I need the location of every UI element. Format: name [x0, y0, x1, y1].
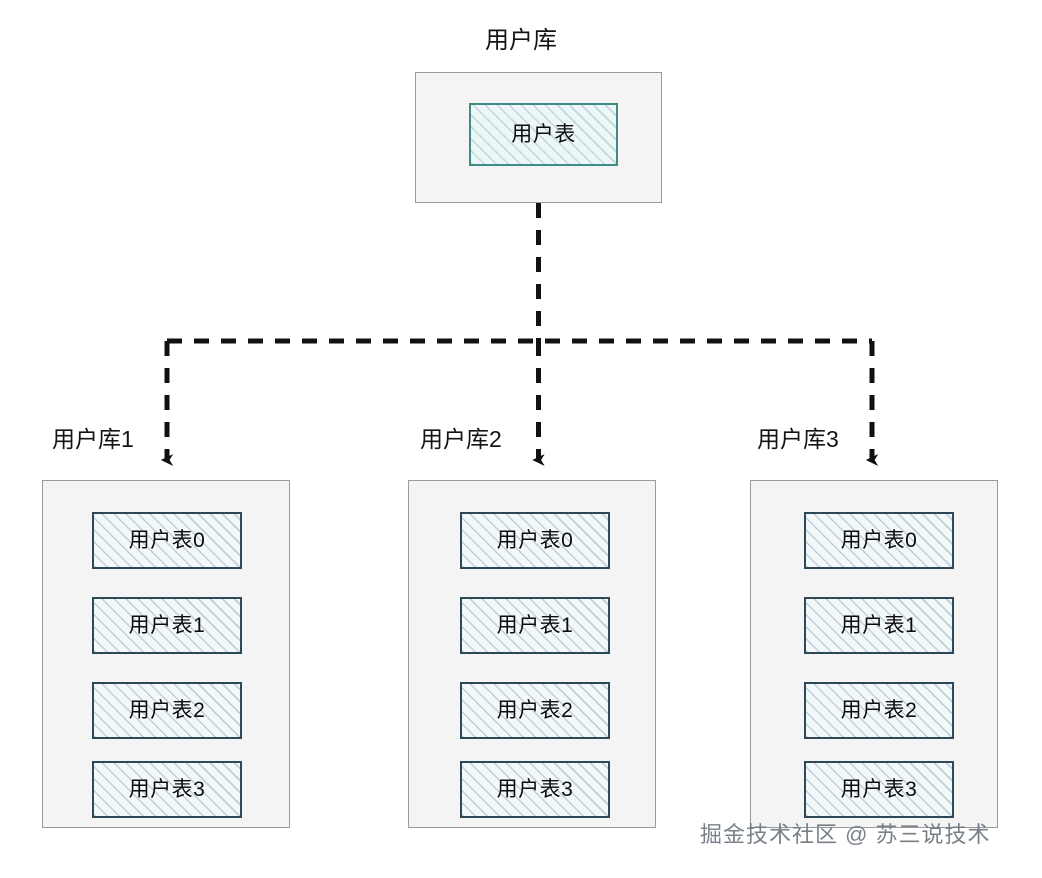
shard-3-table-3-label: 用户表3: [840, 778, 918, 801]
shard-1-container: 用户表0 用户表1 用户表2 用户表3: [42, 480, 290, 828]
shard-2-table-1-label: 用户表1: [496, 614, 574, 637]
shard-2-table-2-label: 用户表2: [496, 699, 574, 722]
shard-3-table-1: 用户表1: [804, 597, 954, 654]
shard-1-table-1-label: 用户表1: [128, 614, 206, 637]
shard-2-table-0-label: 用户表0: [496, 529, 574, 552]
shard-1-label: 用户库1: [52, 426, 134, 452]
root-user-table: 用户表: [469, 103, 618, 166]
shard-1-table-3: 用户表3: [92, 761, 242, 818]
shard-2-table-3: 用户表3: [460, 761, 610, 818]
shard-2-table-2: 用户表2: [460, 682, 610, 739]
shard-1-table-1: 用户表1: [92, 597, 242, 654]
shard-1-table-2: 用户表2: [92, 682, 242, 739]
shard-2-table-1: 用户表1: [460, 597, 610, 654]
shard-2-table-3-label: 用户表3: [496, 778, 574, 801]
shard-1-table-0: 用户表0: [92, 512, 242, 569]
shard-3-table-3: 用户表3: [804, 761, 954, 818]
shard-3-table-0-label: 用户表0: [840, 529, 918, 552]
shard-1-table-0-label: 用户表0: [128, 529, 206, 552]
root-database-title: 用户库: [485, 27, 557, 54]
shard-1-table-3-label: 用户表3: [128, 778, 206, 801]
watermark-text: 掘金技术社区 @ 苏三说技术: [700, 822, 991, 847]
shard-2-container: 用户表0 用户表1 用户表2 用户表3: [408, 480, 656, 828]
shard-3-container: 用户表0 用户表1 用户表2 用户表3: [750, 480, 998, 828]
shard-2-table-0: 用户表0: [460, 512, 610, 569]
shard-1-table-2-label: 用户表2: [128, 699, 206, 722]
root-database-container: 用户表: [415, 72, 662, 203]
root-user-table-label: 用户表: [511, 123, 576, 146]
shard-3-table-1-label: 用户表1: [840, 614, 918, 637]
shard-2-label: 用户库2: [420, 426, 502, 452]
shard-3-table-2: 用户表2: [804, 682, 954, 739]
shard-3-table-2-label: 用户表2: [840, 699, 918, 722]
shard-3-label: 用户库3: [757, 426, 839, 452]
shard-3-table-0: 用户表0: [804, 512, 954, 569]
